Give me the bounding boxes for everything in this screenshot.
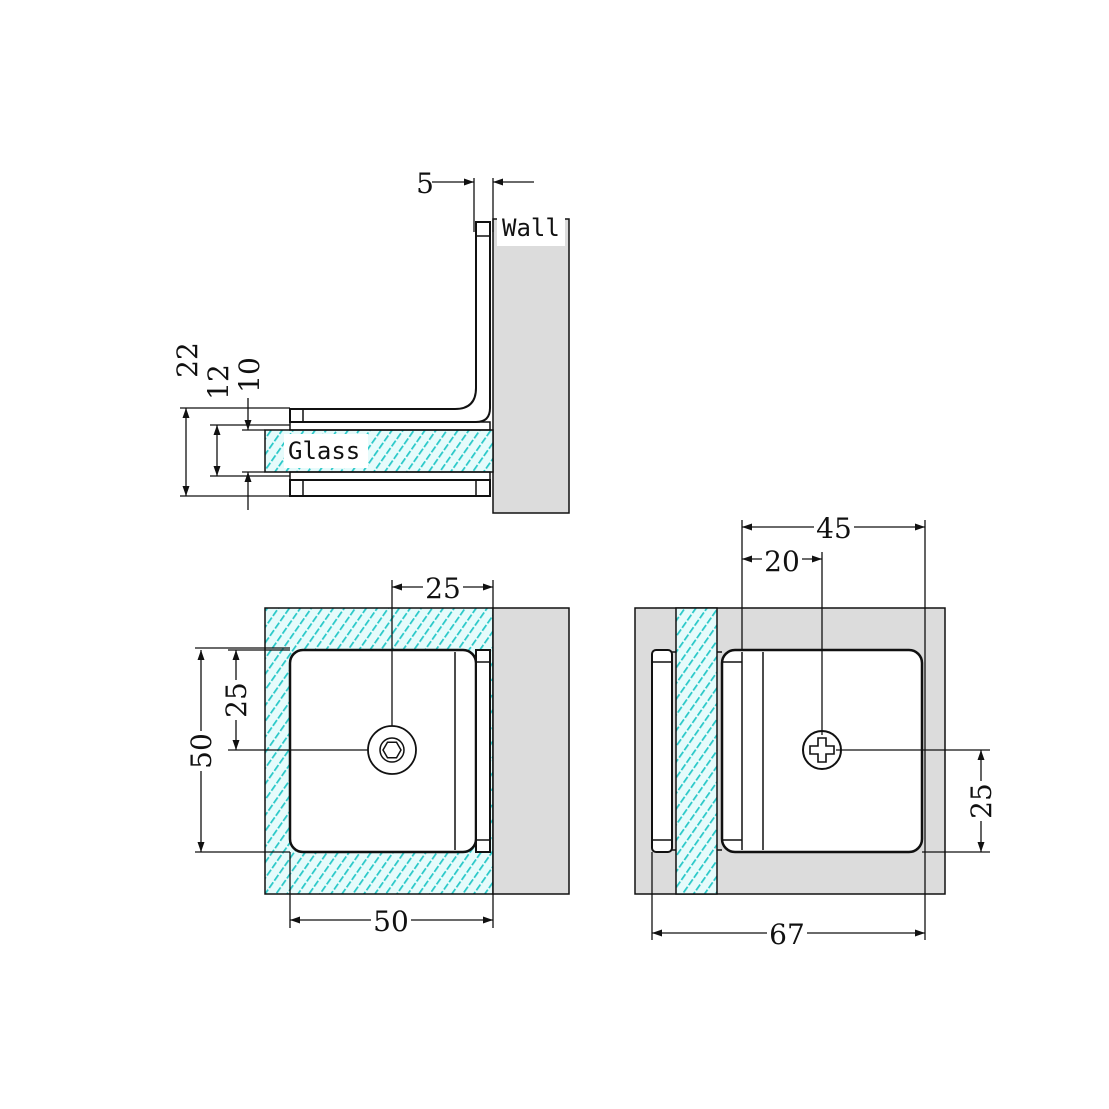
dim-side-total-text: 45 xyxy=(816,512,852,545)
front-view: 25 25 50 50 xyxy=(185,572,570,938)
front-wall xyxy=(492,607,570,895)
phillips-screw-icon xyxy=(802,730,842,770)
dim-front-height-text: 50 xyxy=(185,733,218,769)
dim-front-width-text: 50 xyxy=(373,905,409,938)
front-clamp-wall-plate xyxy=(475,649,491,853)
lower-clamp-plate xyxy=(289,471,491,481)
upper-clamp-plate xyxy=(289,421,491,431)
hex-socket-screw-icon xyxy=(367,725,417,775)
wall-section xyxy=(492,218,570,514)
dim-side-screw-offset-text: 20 xyxy=(764,545,800,578)
dim-top-plate-offset xyxy=(432,178,534,232)
top-section-view: Wall Glass 5 xyxy=(171,167,570,514)
side-view: 45 20 25 67 xyxy=(634,512,998,951)
dim-vertical-stack xyxy=(180,398,290,510)
dim-total-height-text: 22 xyxy=(171,342,204,378)
dim-front-half-width-text: 25 xyxy=(425,572,461,605)
dim-glass-opening-text: 12 xyxy=(202,364,235,400)
dim-top-plate-offset-text: 5 xyxy=(416,167,434,200)
dim-side-screw-height-text: 25 xyxy=(965,783,998,819)
side-glass-section xyxy=(675,607,718,895)
dim-glass-thickness-text: 10 xyxy=(233,357,266,393)
dim-front-half-height-text: 25 xyxy=(220,682,253,718)
clamp-body-outline xyxy=(289,221,491,423)
dim-side-overall-text: 67 xyxy=(769,918,805,951)
glass-label-box xyxy=(284,434,368,468)
lower-clamp-body xyxy=(289,479,491,497)
glass-label: Glass xyxy=(288,437,360,465)
wall-label-box xyxy=(497,206,565,246)
side-outer-plate xyxy=(651,649,673,853)
wall-label: Wall xyxy=(502,214,560,242)
